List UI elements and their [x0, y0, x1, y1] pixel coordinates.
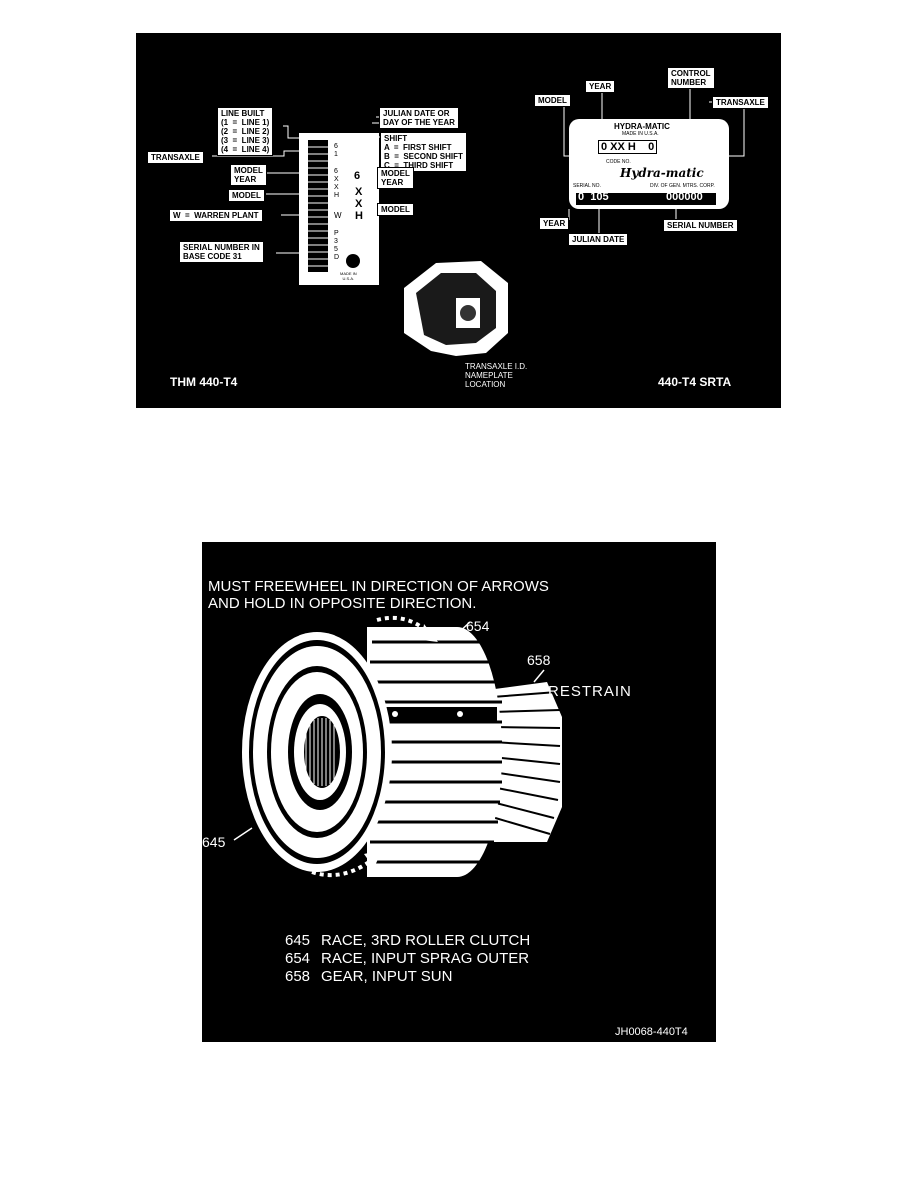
nameplate-serial-strip — [576, 193, 716, 205]
nameplate-code-no: CODE NO. — [606, 159, 631, 165]
nameplate-year-label: YEAR — [585, 80, 616, 93]
nameplate-serial-digits: 000000 — [666, 191, 703, 203]
transaxle-id-figure: LINE BUILT (1 = LINE 1) (2 = LINE 2) (3 … — [136, 33, 781, 408]
transaxle-callout: TRANSAXLE — [147, 151, 204, 164]
figure-id: JH0068-440T4 — [615, 1026, 688, 1038]
shift-callout: SHIFT A = FIRST SHIFT B = SECOND SHIFT C… — [380, 132, 467, 172]
top-arrow-head-icon — [422, 624, 438, 642]
direction-arrows — [311, 615, 432, 878]
nameplate-brand-top: HYDRA-MATIC — [614, 122, 670, 131]
tag-big-xxh: X X H — [355, 186, 363, 222]
legend-row: 654 RACE, INPUT SPRAG OUTER — [285, 950, 530, 968]
transaxle-illustration — [404, 261, 508, 356]
nameplate-serial-number-label: SERIAL NUMBER — [663, 219, 738, 232]
tag-serial-chars: P 3 5 D — [334, 230, 340, 261]
tag-model-year-chars: 6 X X H — [334, 168, 340, 199]
bottom-arrow-head-icon — [364, 850, 382, 868]
figure1-title-left: THM 440-T4 — [170, 375, 238, 389]
legend-desc: RACE, 3RD ROLLER CLUTCH — [321, 932, 531, 949]
nameplate-julian-date-label: JULIAN DATE — [568, 233, 629, 246]
model-callout: MODEL — [228, 189, 265, 202]
freewheel-instruction: MUST FREEWHEEL IN DIRECTION OF ARROWS AN… — [208, 578, 549, 612]
nameplate-made-in: MADE IN U.S.A. — [622, 131, 659, 137]
legend-num: 658 — [285, 968, 311, 985]
legend-row: 658 GEAR, INPUT SUN — [285, 968, 530, 986]
nameplate-model-label: MODEL — [534, 94, 571, 107]
nameplate-brand-script: Hydra-matic — [620, 166, 704, 180]
nameplate-div-label: DIV. OF GEN. MTRS. CORP. — [650, 183, 715, 189]
callout-654: 654 — [466, 618, 490, 634]
freewheel-figure: MUST FREEWHEEL IN DIRECTION OF ARROWS AN… — [202, 542, 716, 1042]
model-year-right-callout: MODEL YEAR — [377, 167, 414, 189]
figure1-title-right: 440-T4 SRTA — [658, 375, 732, 389]
warren-plant-callout: W = WARREN PLANT — [169, 209, 263, 222]
nameplate-year-bottom-label: YEAR — [539, 217, 570, 230]
nameplate-code-line: 0 XX H 0 — [598, 140, 658, 154]
callout-645: 645 — [202, 834, 226, 850]
line-built-callout: LINE BUILT (1 = LINE 1) (2 = LINE 2) (3 … — [217, 107, 274, 156]
tag-made-in: MADE IN U.S.A. — [340, 271, 357, 281]
gm-logo-icon — [346, 254, 360, 268]
callout-658: 658 — [527, 652, 551, 668]
nameplate-serial-no-label: SERIAL NO. — [573, 183, 601, 189]
roller-clutch-race-645 — [242, 632, 392, 872]
julian-date-callout: JULIAN DATE OR DAY OF THE YEAR — [379, 107, 459, 129]
tag-hash: ### — [345, 133, 359, 142]
nameplate-control-number-label: CONTROL NUMBER — [667, 67, 715, 89]
nameplate-transaxle-label: TRANSAXLE — [712, 96, 769, 109]
model-right-callout: MODEL — [377, 203, 414, 216]
legend-desc: RACE, INPUT SPRAG OUTER — [321, 950, 530, 967]
figure1-lines — [212, 87, 745, 356]
tag-big-6: 6 — [354, 170, 361, 182]
nameplate — [569, 119, 729, 209]
serial-number-callout: SERIAL NUMBER IN BASE CODE 31 — [179, 241, 264, 263]
tag-barcode-area — [308, 140, 328, 272]
legend-desc: GEAR, INPUT SUN — [321, 968, 453, 985]
tag-shift-code: (1 A — [345, 144, 363, 153]
legend-num: 654 — [285, 950, 311, 967]
legend-num: 645 — [285, 932, 311, 949]
legend-row: 645 RACE, 3RD ROLLER CLUTCH — [285, 932, 530, 950]
nameplate-location-caption: TRANSAXLE I.D. NAMEPLATE LOCATION — [465, 362, 528, 389]
figure2-art — [233, 615, 562, 878]
tag-plant-char: W — [334, 211, 342, 220]
model-year-callout: MODEL YEAR — [230, 164, 267, 186]
parts-legend: 645 RACE, 3RD ROLLER CLUTCH 654 RACE, IN… — [285, 932, 530, 986]
tag-line-6-1: 6 1 — [334, 143, 338, 158]
callout-restrain: RESTRAIN — [548, 683, 632, 700]
nameplate-serial-value: 0 105 — [578, 191, 609, 203]
